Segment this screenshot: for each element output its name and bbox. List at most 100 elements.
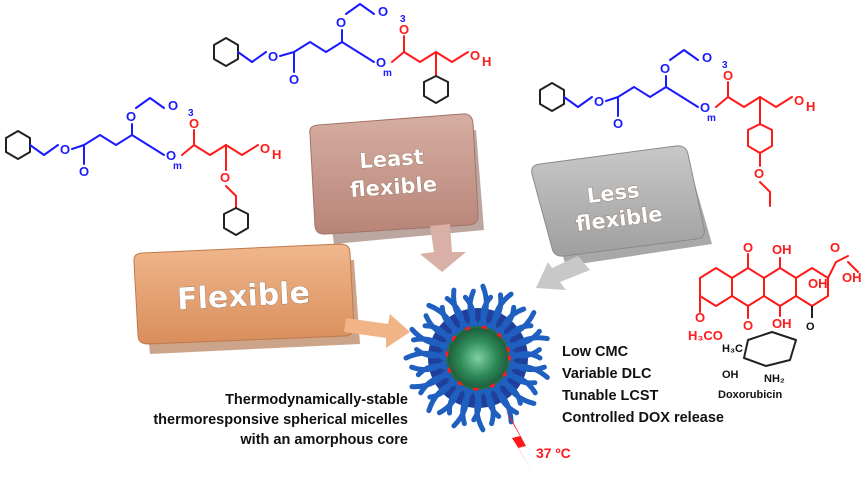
- atom-o: O: [695, 310, 705, 325]
- atom-h: H: [806, 99, 815, 114]
- atom-o: O: [79, 164, 89, 179]
- flexible-label: Flexible: [176, 276, 311, 318]
- property-controlled-release: Controlled DOX release: [562, 410, 724, 426]
- micelle-chain: [471, 389, 482, 423]
- micelle-chain: [427, 376, 455, 400]
- micelle-chain: [509, 347, 542, 359]
- micelle-chain: [409, 369, 450, 390]
- doxorubicin-structure: O O OH OH OH O OH O H₃CO O H₃C OH NH₂ Do…: [688, 240, 862, 401]
- arrow-flexible-to-micelle: [344, 314, 410, 348]
- atom-h: H: [482, 54, 491, 69]
- micelle-chain: [467, 288, 479, 327]
- atom-o: O: [613, 116, 623, 131]
- atom-o: O: [60, 142, 70, 157]
- micelle-chain: [409, 360, 447, 373]
- heat-lightning-icon: [505, 410, 532, 470]
- least-flexible-line2: flexible: [349, 172, 437, 202]
- atom-o: O: [702, 50, 712, 65]
- atom-h: H: [272, 147, 281, 162]
- daunosamine-ring: [743, 331, 797, 367]
- atom-o: O: [220, 170, 230, 185]
- atom-o: O: [376, 55, 386, 70]
- phenyl-ring: [747, 123, 773, 154]
- atom-oh: OH: [842, 270, 862, 285]
- atom-o: O: [743, 240, 753, 255]
- atom-o: O: [743, 318, 753, 333]
- benzene-ring: [423, 75, 449, 104]
- property-low-cmc: Low CMC: [562, 344, 629, 360]
- subscript-3: 3: [188, 108, 194, 119]
- polymer-structure-benzyloxy: O O O O 3 O m O O O H: [5, 97, 281, 236]
- benzene-ring: [223, 207, 249, 236]
- atom-h3c: H₃C: [722, 343, 743, 355]
- temperature-label: 37 ºC: [536, 445, 571, 461]
- atom-oh-black: OH: [722, 369, 739, 381]
- atom-oh: OH: [772, 316, 792, 331]
- micelle-chain: [439, 304, 461, 333]
- benzene-ring: [5, 130, 31, 160]
- caption-line3: with an amorphous core: [239, 432, 408, 448]
- atom-o: O: [260, 141, 270, 156]
- dox-ring-c: [763, 267, 797, 307]
- atom-o: O: [399, 22, 409, 37]
- micelle-chain: [491, 291, 514, 331]
- micelle-chain: [436, 383, 461, 416]
- atom-o: O: [594, 94, 604, 109]
- atom-h3co: H₃CO: [688, 328, 723, 343]
- atom-o: O: [754, 166, 764, 181]
- atom-o: O: [189, 116, 199, 131]
- atom-o: O: [830, 240, 840, 255]
- atom-nh2: NH₂: [764, 373, 785, 385]
- atom-o: O: [289, 72, 299, 87]
- micelle-chain: [482, 388, 496, 427]
- arrow-less-to-micelle: [536, 256, 590, 290]
- micelle-core-center: [448, 328, 508, 388]
- micelle-chain: [498, 380, 523, 406]
- atom-o: O: [168, 98, 178, 113]
- atom-o: O: [660, 61, 670, 76]
- micelle-chain: [480, 294, 494, 328]
- atom-o-black: O: [806, 321, 815, 333]
- caption-line1: Thermodynamically-stable: [225, 392, 408, 408]
- least-flexible-box: Least flexible: [309, 113, 484, 244]
- doxorubicin-label: Doxorubicin: [718, 389, 782, 401]
- atom-oh: OH: [772, 242, 792, 257]
- property-tunable-lcst: Tunable LCST: [562, 388, 659, 404]
- micelle-chain: [451, 387, 470, 429]
- subscript-m: m: [383, 68, 392, 79]
- micelle-chain: [409, 326, 450, 348]
- micelle-chain: [504, 323, 534, 343]
- atom-o: O: [336, 15, 346, 30]
- atom-o: O: [700, 100, 710, 115]
- polymer-structure-ethoxyphenyl: O O O O 3 O m O O O H: [539, 49, 815, 207]
- subscript-3: 3: [400, 14, 406, 25]
- atom-oh: OH: [808, 276, 828, 291]
- atom-o: O: [126, 109, 136, 124]
- dox-ring-d: [795, 267, 829, 307]
- micelle-chain: [498, 306, 527, 336]
- dox-ring-b: [731, 267, 765, 307]
- caption-line2: thermoresponsive spherical micelles: [153, 412, 408, 428]
- micelle-chain: [504, 373, 538, 396]
- atom-o: O: [794, 93, 804, 108]
- atom-o: O: [166, 148, 176, 163]
- dox-ring-a: [699, 267, 733, 307]
- flexible-box: Flexible: [133, 243, 360, 354]
- micelle-chain: [508, 363, 550, 380]
- atom-o: O: [723, 68, 733, 83]
- micelle-chain: [508, 335, 550, 352]
- subscript-m: m: [173, 161, 182, 172]
- less-flexible-box: Less flexible: [531, 145, 712, 266]
- benzene-ring: [539, 82, 565, 112]
- polymer-structure-phenyl: O O O O 3 O m O O H: [213, 3, 491, 104]
- atom-o: O: [470, 48, 480, 63]
- atom-o: O: [378, 4, 388, 19]
- micelle-chain: [451, 287, 470, 329]
- micelle-chain: [423, 313, 455, 340]
- micelle: [403, 283, 550, 433]
- micelle-chain: [414, 347, 447, 359]
- least-flexible-line1: Least: [359, 145, 425, 173]
- subscript-m: m: [707, 113, 716, 124]
- property-variable-dlc: Variable DLC: [562, 366, 652, 382]
